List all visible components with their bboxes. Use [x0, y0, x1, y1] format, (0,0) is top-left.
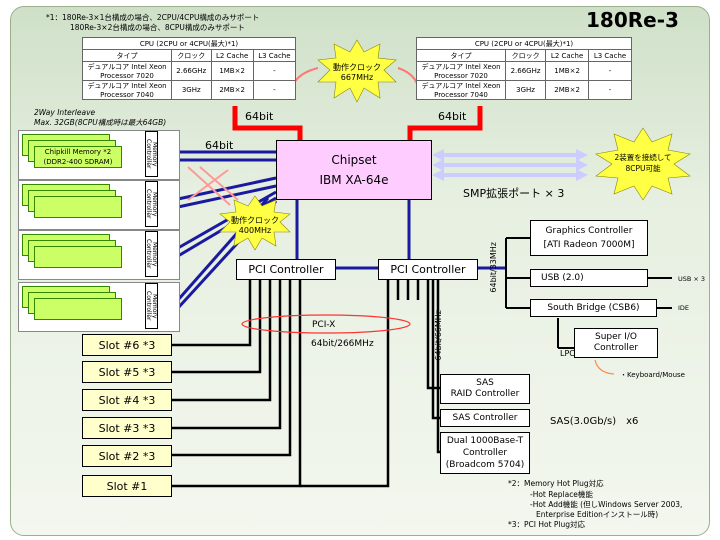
header-l3: L3 Cache [252, 49, 297, 62]
cpu-l2: 1MB×2 [545, 61, 590, 81]
cpu-bus-left-label: 64bit [245, 110, 274, 123]
graphics-controller-model: [ATI Radeon 7000M] [543, 240, 635, 250]
keyboard-mouse-label: ・Keyboard/Mouse [620, 371, 685, 379]
cpu-clock: 2.66GHz [504, 61, 547, 81]
pci-slot-5: Slot #5 *3 [82, 361, 172, 383]
header-l2: L2 Cache [210, 49, 254, 62]
note-2-line-2: -Hot Replace機能 [530, 490, 593, 499]
cpu-l2: 2MB×2 [210, 80, 254, 100]
memory-bus-label: 64bit [205, 139, 234, 152]
cpu-l3: - [588, 61, 632, 81]
nic-controller: Dual 1000Base-T Controller (Broadcom 570… [440, 432, 530, 474]
chipkill-memory-label: Chipkill Memory *2 (DDR2-400 SDRAM) [34, 146, 122, 168]
memory-controller: Memory Controller [145, 231, 158, 277]
bus-33mhz-label: 64bit/33MHz [489, 242, 498, 293]
memory-controller: Memory Controller [145, 131, 158, 177]
cpu-l3: - [252, 80, 297, 100]
sas-raid-name: SAS [476, 378, 494, 388]
chipset-model: IBM XA-64e [319, 173, 389, 187]
cpu-type: デュアルコア Intel Xeon Processor 7040 [416, 80, 506, 100]
memory-controller: Memory Controller [145, 181, 158, 227]
sas-controller: SAS Controller [440, 409, 530, 427]
super-io-type: Controller [593, 343, 639, 353]
cpu-type: デュアルコア Intel Xeon Processor 7020 [82, 61, 172, 81]
cpu-clock: 2.66GHz [171, 61, 212, 81]
usb-ports-label: USB × 3 [678, 275, 706, 283]
graphics-controller: Graphics Controller [ATI Radeon 7000M] [530, 220, 648, 256]
note-3: *3：PCI Hot Plug対応 [508, 520, 586, 529]
usb-controller: USB (2.0) [530, 269, 648, 287]
pcix-speed-label: 64bit/266MHz [311, 339, 374, 349]
header-l3: L3 Cache [588, 49, 632, 62]
dimm-module [34, 246, 122, 268]
cpu-l3: - [588, 80, 632, 100]
chipkill-memory-name: Chipkill Memory *2 [44, 148, 112, 156]
cpu-table-caption: CPU (2CPU or 4CPU(最大)*1) [82, 37, 296, 50]
header-type: タイプ [82, 49, 172, 62]
cpu-table-caption: CPU (2CPU or 4CPU(最大)*1) [416, 37, 632, 50]
pci-slot-1: Slot #1 [82, 475, 172, 497]
pci-slot-2: Slot #2 *3 [82, 445, 172, 467]
pci-slot-4: Slot #4 *3 [82, 389, 172, 411]
pci-controller-left: PCI Controller [236, 259, 336, 280]
ide-label: IDE [678, 304, 690, 312]
bus-66mhz-label: 64bit/66MHz [434, 310, 443, 361]
max-memory-note: Max. 32GB(8CPU構成時は最大64GB) [34, 118, 167, 127]
chipset-box: Chipset IBM XA-64e [276, 140, 432, 200]
note-2-line-4: Enterprise Editionインストール時) [536, 510, 659, 519]
chipkill-memory-type: (DDR2-400 SDRAM) [43, 158, 113, 166]
nic-name: Dual 1000Base-T [446, 436, 524, 446]
memory-controller: Memory Controller [145, 283, 158, 329]
page-title: 180Re-3 [586, 8, 679, 32]
interleave-note: 2Way Interleave [34, 108, 96, 117]
cpu-type: デュアルコア Intel Xeon Processor 7020 [416, 61, 506, 81]
pcix-label: PCI-X [312, 320, 336, 330]
cpu-clock-label: 動作クロック 667MHz [333, 63, 381, 82]
connect-burst [595, 127, 691, 201]
header-clock: クロック [171, 49, 212, 62]
nic-model: (Broadcom 5704) [445, 460, 525, 470]
chipset-name: Chipset [331, 153, 377, 167]
note-1-line-2: 180Re-3×2台構成の場合、8CPU構成のみサポート [70, 23, 245, 32]
pci-slot-3: Slot #3 *3 [82, 417, 172, 439]
mem-clock-label: 動作クロック 400MHz [231, 216, 279, 235]
cpu-bus-right-label: 64bit [438, 110, 467, 123]
sas-raid-controller: SAS RAID Controller [440, 374, 530, 404]
super-io-controller: Super I/O Controller [574, 328, 658, 358]
pci-slot-6: Slot #6 *3 [82, 334, 172, 356]
header-l2: L2 Cache [545, 49, 590, 62]
dimm-module [34, 196, 122, 218]
header-type: タイプ [416, 49, 506, 62]
dimm-module [34, 298, 122, 320]
pci-controller-right: PCI Controller [378, 259, 478, 280]
header-clock: クロック [504, 49, 547, 62]
nic-type: Controller [462, 448, 508, 458]
cpu-clock: 3GHz [171, 80, 212, 100]
sas-speed-label: SAS(3.0Gb/s) x6 [550, 416, 639, 427]
cpu-l2: 2MB×2 [545, 80, 590, 100]
cpu-clock-burst [317, 39, 397, 103]
cpu-l3: - [252, 61, 297, 81]
south-bridge: South Bridge (CSB6) [530, 299, 657, 317]
connect-label: 2装置を接続して 8CPU可能 [614, 153, 672, 173]
cpu-clock: 3GHz [504, 80, 547, 100]
cpu-type: デュアルコア Intel Xeon Processor 7040 [82, 80, 172, 100]
lpc-label: LPC [560, 349, 575, 358]
cpu-l2: 1MB×2 [210, 61, 254, 81]
note-2-line-1: *2：Memory Hot Plug対応 [508, 479, 604, 488]
smp-port-label: SMP拡張ポート × 3 [463, 187, 565, 200]
mem-clock-burst [219, 195, 291, 251]
graphics-controller-name: Graphics Controller [545, 226, 633, 236]
super-io-name: Super I/O [595, 332, 637, 342]
note-2-line-3: -Hot Add機能 (但しWindows Server 2003, [530, 500, 683, 509]
note-1-line-1: *1：180Re-3×1台構成の場合、2CPU/4CPU構成のみサポート [46, 13, 260, 22]
sas-raid-type: RAID Controller [450, 389, 520, 399]
